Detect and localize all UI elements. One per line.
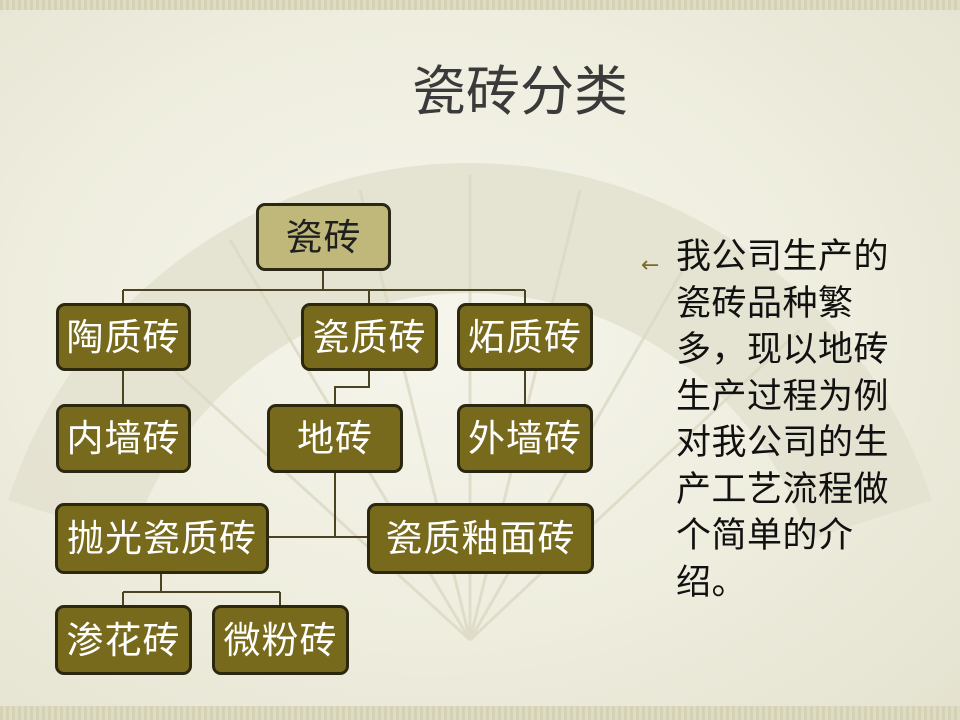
node-interior-wall-tile: 内墙砖: [56, 404, 191, 473]
node-porcelain-tile: 瓷质砖: [301, 303, 438, 371]
node-glazed-porcelain-tile: 瓷质釉面砖: [367, 503, 594, 574]
node-exterior-wall-tile: 外墙砖: [457, 404, 593, 473]
bottom-border-band: [0, 706, 960, 720]
top-border-band: [0, 0, 960, 10]
node-pottery-tile: 陶质砖: [56, 303, 191, 371]
node-stoneware-tile: 炻质砖: [457, 303, 593, 371]
connector-cizhi-dizhuan: [334, 370, 370, 405]
description-text: 我公司生产的瓷砖品种繁多，现以地砖生产过程为例对我公司的生产工艺流程做个简单的介…: [676, 237, 890, 603]
node-polished-porcelain-tile: 抛光瓷质砖: [55, 503, 269, 574]
node-floor-tile: 地砖: [267, 404, 403, 473]
node-infiltrated-tile: 渗花砖: [55, 605, 192, 675]
node-micro-powder-tile: 微粉砖: [212, 605, 349, 675]
bullet-arrow-icon: ←: [641, 253, 660, 278]
node-ceramic-tile: 瓷砖: [256, 203, 391, 271]
slide-title: 瓷砖分类: [412, 60, 628, 123]
